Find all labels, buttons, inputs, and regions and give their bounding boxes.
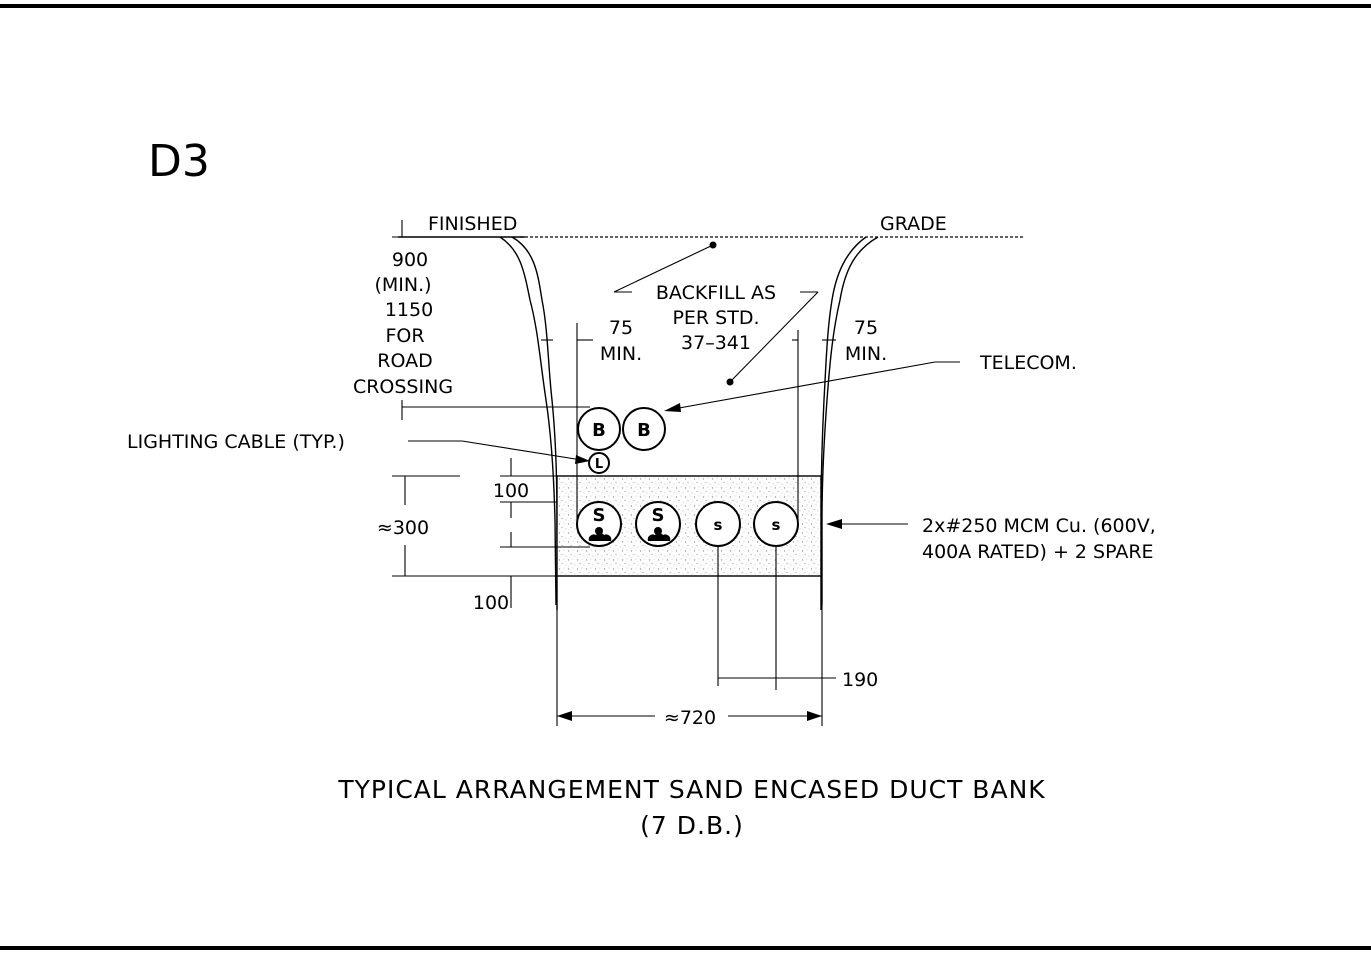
spacing-dim: 190 [842, 669, 878, 691]
telecom-arrowhead [664, 403, 681, 412]
clearance-right-unit: MIN. [845, 343, 887, 365]
clearance-left-value: 75 [609, 317, 633, 339]
cable-note-arrowhead [826, 519, 842, 529]
power-duct-2-conductor-top [654, 527, 662, 535]
depth-note-line6: CROSSING [353, 376, 453, 398]
lighting-label: LIGHTING CABLE (TYP.) [127, 431, 345, 453]
power-duct-1-letter: S [593, 505, 606, 526]
telecom-duct-1-letter: B [592, 420, 606, 441]
backfill-leader-1 [613, 244, 714, 293]
power-duct-1 [576, 501, 622, 547]
telecom-leader [667, 361, 936, 411]
spare-duct-2-letter: s [772, 516, 781, 534]
depth-note-line2: (MIN.) [374, 274, 431, 296]
lighting-cable-duct [588, 452, 610, 474]
depth-note-line3: 1150 [385, 299, 433, 321]
clearance-left-unit: MIN. [600, 343, 642, 365]
power-duct-1-group: S [576, 501, 622, 547]
lighting-cable-letter: L [595, 457, 603, 472]
trench-wall-left-outer [499, 236, 557, 606]
width-dim: ≈720 [664, 707, 716, 729]
cable-note-line1: 2x#250 MCM Cu. (600V, [922, 515, 1156, 537]
cable-note-line2: 400A RATED) + 2 SPARE [922, 541, 1154, 563]
power-duct-2-group: S [635, 501, 681, 547]
depth-note-line1: 900 [392, 249, 428, 271]
trench-wall-left-inner [511, 236, 558, 610]
power-duct-2-conductors [647, 533, 671, 541]
backfill-note-line1: BACKFILL AS [656, 282, 776, 304]
drawing-title: TYPICAL ARRANGEMENT SAND ENCASED DUCT BA… [337, 775, 1045, 804]
spare-duct-2-group: s [753, 501, 799, 547]
depth-note-line5: ROAD [377, 350, 432, 372]
lighting-arrowhead [575, 455, 590, 464]
telecom-label: TELECOM. [979, 352, 1077, 374]
depth-note-line4: FOR [385, 325, 424, 347]
backfill-note-line3: 37–341 [681, 332, 751, 354]
top-cover-dim: 100 [493, 480, 529, 502]
power-duct-2-letter: S [652, 505, 665, 526]
grade-label-left: FINISHED [428, 213, 517, 235]
trench-wall-right-inner [820, 236, 867, 610]
width-arrow-right [807, 711, 822, 721]
bank-height-dim: ≈300 [377, 517, 429, 539]
detail-id: D3 [148, 136, 210, 187]
depth-note: 900 (MIN.) 1150 FOR ROAD CROSSING [353, 249, 453, 398]
telecom-duct-1 [577, 407, 621, 451]
power-duct-1-conductors [588, 533, 612, 541]
drawing-subtitle: (7 D.B.) [640, 811, 744, 840]
trench-wall-right-outer [821, 236, 879, 605]
spare-duct-1-letter: s [714, 516, 723, 534]
spare-duct-1-group: s [695, 501, 741, 547]
backfill-note-line2: PER STD. [672, 307, 759, 329]
telecom-duct-2 [622, 407, 666, 451]
backfill-leader-dot-2 [726, 378, 734, 386]
backfill-leader-2 [729, 291, 819, 383]
width-arrow-left [557, 711, 572, 721]
lighting-leader [461, 440, 589, 462]
power-duct-1-conductor-top [595, 527, 603, 535]
clearance-right-value: 75 [854, 317, 878, 339]
backfill-leader-dot-1 [709, 241, 717, 249]
grade-label-right: GRADE [880, 213, 947, 235]
power-duct-2 [635, 501, 681, 547]
telecom-duct-2-letter: B [637, 420, 651, 441]
bottom-cover-dim: 100 [473, 592, 509, 614]
